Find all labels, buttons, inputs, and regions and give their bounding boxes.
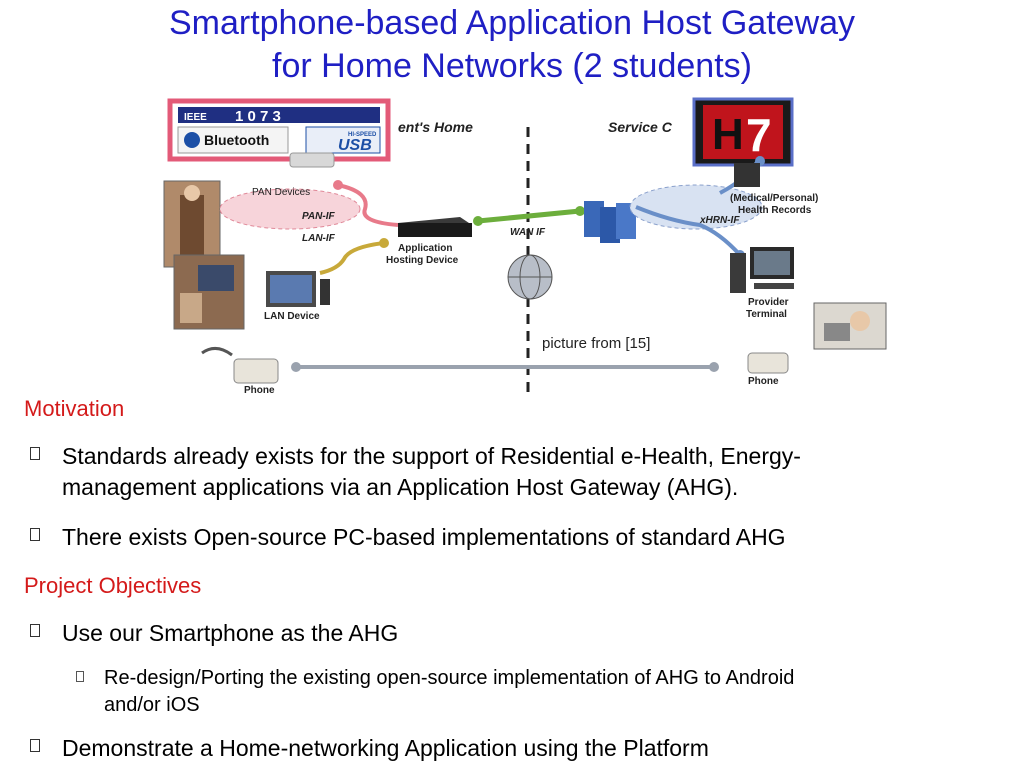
hrn-link: [635, 205, 742, 257]
lan-link: [319, 241, 385, 275]
provider-label-line2: Terminal: [746, 309, 787, 320]
ieee-logo-text: IEEE: [184, 112, 207, 123]
wan-if-label: WAN IF: [510, 227, 546, 238]
bullet-1-line-1: Standards already exists for the support…: [62, 443, 801, 469]
sub-bullet-1-text: Re-design/Porting the existing open-sour…: [104, 665, 1004, 719]
bullet-marker: [30, 739, 40, 752]
photo-elderly-person: [163, 180, 221, 268]
bullet-3-text: Use our Smartphone as the AHG: [62, 620, 399, 646]
records-label-line2: Health Records: [738, 205, 812, 216]
region-service-label: Service C: [608, 119, 673, 135]
sub-bullet-marker: [76, 671, 84, 682]
pan-area: [219, 188, 361, 230]
bullet-2-text: There exists Open-source PC-based implem…: [62, 524, 786, 550]
pan-devices-label: PAN Devices: [252, 187, 310, 198]
phone-right-icon: [747, 352, 789, 374]
records-server-icon: [734, 163, 760, 187]
bluetooth-logo-text: Bluetooth: [204, 132, 269, 148]
standards-logo-box: IEEE 1 0 7 3 Bluetooth HI-SPEED USB: [167, 98, 391, 162]
lan-if-label: LAN-IF: [302, 233, 336, 244]
sub-bullet-1-line-1: Re-design/Porting the existing open-sour…: [104, 667, 795, 689]
usb-logo-text: USB: [338, 137, 372, 154]
ieee-1073-logo-text: 1 0 7 3: [235, 108, 281, 125]
bullet-1-line-2: management applications via an Applicati…: [62, 474, 739, 500]
bullet-marker: [30, 447, 40, 460]
pan-link: [337, 183, 399, 227]
provider-label-line1: Provider: [748, 297, 789, 308]
photo-doctor-phone: [813, 302, 887, 350]
xhrn-if-label: xHRN-IF: [699, 215, 740, 226]
hispeed-logo-text: HI-SPEED: [348, 132, 377, 138]
wan-link: [477, 208, 581, 224]
application-hosting-device-icon: [398, 217, 472, 237]
internet-globe-icon: [507, 254, 553, 300]
title-line-1: Smartphone-based Application Host Gatewa…: [168, 4, 856, 42]
pan-if-label: PAN-IF: [302, 211, 335, 222]
bullet-4-text: Demonstrate a Home-networking Applicatio…: [62, 735, 709, 761]
diagram-caption: picture from [15]: [542, 335, 650, 352]
phone-right-label: Phone: [748, 376, 779, 387]
provider-terminal-icon: [730, 247, 794, 293]
hl7-logo-h: H: [712, 110, 744, 159]
network-diagram: ent's Home Service C IEEE 1 0 7 3 Blueto…: [163, 97, 887, 397]
hl7-logo: H 7: [692, 97, 794, 167]
motivation-heading: Motivation: [24, 396, 125, 421]
phone-left-label: Phone: [244, 385, 275, 396]
sub-bullet-1-line-2: and/or iOS: [104, 694, 200, 716]
bp-monitor-icon: [289, 152, 335, 168]
photo-elderly-tv: [173, 254, 245, 330]
ahd-label-line1: Application: [398, 243, 452, 254]
ahd-label-line2: Hosting Device: [386, 255, 459, 266]
bullet-marker: [30, 528, 40, 541]
phone-left-icon: [201, 347, 279, 384]
title-line-2: for Home Networks (2 students): [272, 47, 752, 85]
region-home-label: ent's Home: [398, 119, 473, 135]
bluetooth-icon: [184, 132, 200, 148]
bullet-1-text: Standards already exists for the support…: [62, 441, 801, 503]
project-objectives-heading: Project Objectives: [24, 573, 202, 598]
records-label-line1: (Medical/Personal): [730, 193, 818, 204]
lan-device-label: LAN Device: [264, 311, 320, 322]
bullet-marker: [30, 624, 40, 637]
server-cluster-icon: [584, 201, 636, 243]
lan-device-tv-icon: [266, 271, 330, 307]
slide-title: Smartphone-based Application Host Gatewa…: [0, 2, 1024, 88]
hl7-logo-7: 7: [746, 109, 772, 161]
